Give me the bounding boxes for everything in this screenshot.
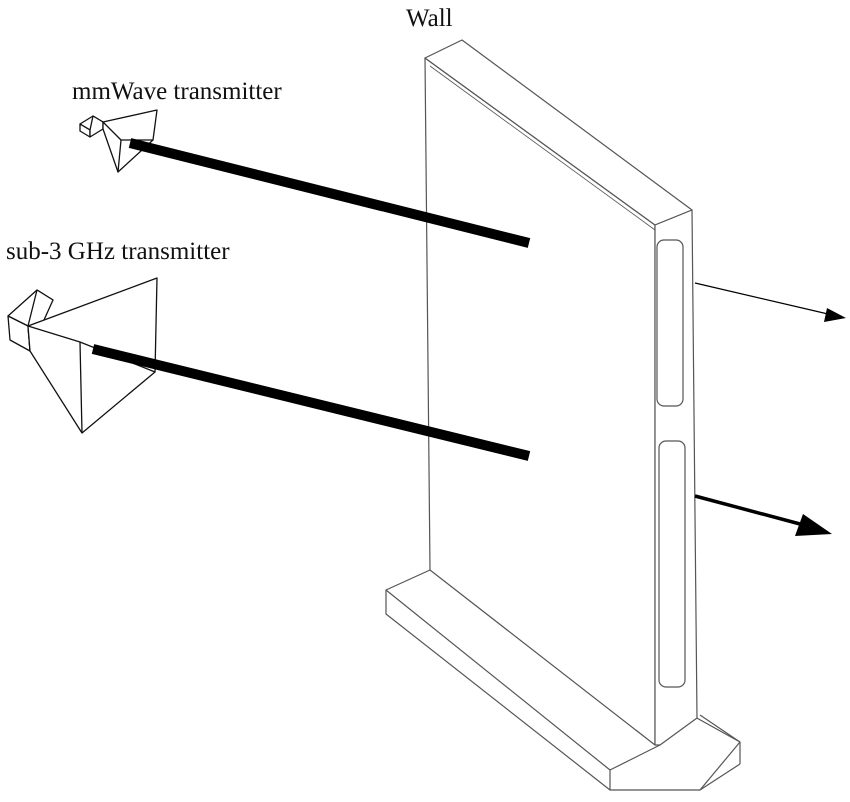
mmwave-beam bbox=[128, 138, 531, 248]
wall-label: Wall bbox=[406, 5, 453, 32]
wall-slot-upper bbox=[656, 239, 684, 407]
mmwave-antenna-icon bbox=[79, 109, 158, 173]
sub3-transmitter-label: sub-3 GHz transmitter bbox=[6, 238, 230, 265]
mmwave-transmitter-label: mmWave transmitter bbox=[72, 78, 282, 105]
sub3-exit-arrow bbox=[694, 494, 832, 536]
sub3-antenna-icon bbox=[7, 277, 158, 434]
wall bbox=[385, 39, 741, 791]
wall-slot-lower bbox=[658, 440, 686, 688]
wall-side-face bbox=[654, 209, 698, 746]
sub3-beam bbox=[91, 344, 531, 461]
mmwave-exit-arrow bbox=[694, 282, 846, 322]
